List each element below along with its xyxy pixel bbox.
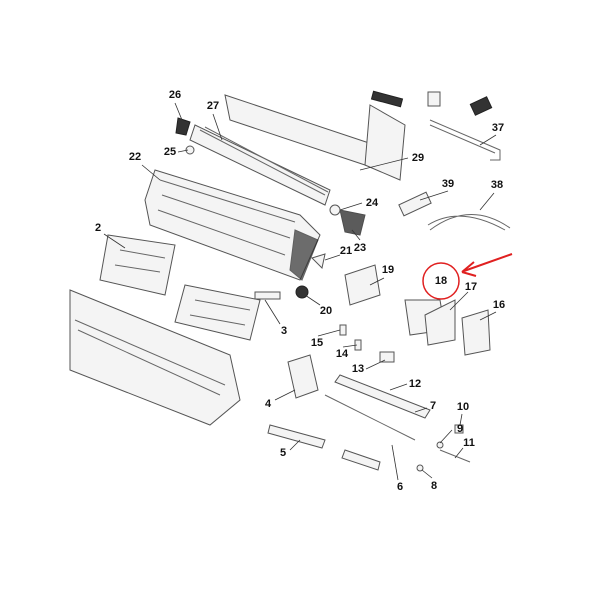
callout-29: 29 (411, 152, 425, 164)
part-2-filter (99, 234, 176, 296)
callout-6: 6 (396, 481, 404, 493)
callout-16: 16 (492, 299, 506, 311)
part-5-vanes (267, 424, 381, 471)
callout-26: 26 (168, 89, 182, 101)
callout-24: 24 (365, 197, 379, 209)
part-right-small (416, 424, 471, 472)
callout-25: 25 (163, 146, 177, 158)
callout-9: 9 (456, 423, 464, 435)
part-27-fan-and-evaporator (189, 94, 406, 206)
part-37-pipe (429, 119, 501, 161)
leader-lines (103, 102, 497, 481)
callout-4: 4 (264, 398, 272, 410)
callout-19: 19 (381, 264, 395, 276)
part-small-items (287, 324, 395, 399)
callout-7: 7 (429, 400, 437, 412)
callout-18: 18 (434, 275, 448, 287)
callout-23: 23 (353, 242, 367, 254)
part-12-louver (324, 374, 431, 441)
part-17-16-brackets (424, 299, 491, 356)
part-19-box (344, 264, 381, 306)
part-39-38 (398, 191, 511, 231)
callout-14: 14 (335, 348, 349, 360)
callout-10: 10 (456, 401, 470, 413)
part-26-clip (175, 117, 191, 136)
part-24-23-motor (329, 204, 366, 236)
callout-37: 37 (491, 122, 505, 134)
callout-20: 20 (319, 305, 333, 317)
callout-15: 15 (310, 337, 324, 349)
callout-38: 38 (490, 179, 504, 191)
callout-5: 5 (279, 447, 287, 459)
callout-12: 12 (408, 378, 422, 390)
highlight-part-18 (422, 253, 513, 300)
part-top-brackets (370, 90, 493, 116)
part-front-panel (69, 289, 241, 426)
callout-8: 8 (430, 480, 438, 492)
callout-21: 21 (339, 245, 353, 257)
callout-11: 11 (463, 437, 475, 449)
callout-17: 17 (464, 281, 478, 293)
part-3-filter (174, 284, 281, 341)
part-22-chassis (144, 169, 321, 281)
callout-27: 27 (206, 100, 220, 112)
callout-13: 13 (351, 363, 365, 375)
callout-22: 22 (128, 151, 142, 163)
callout-3: 3 (280, 325, 288, 337)
callout-2: 2 (94, 222, 102, 234)
callout-39: 39 (441, 178, 455, 190)
